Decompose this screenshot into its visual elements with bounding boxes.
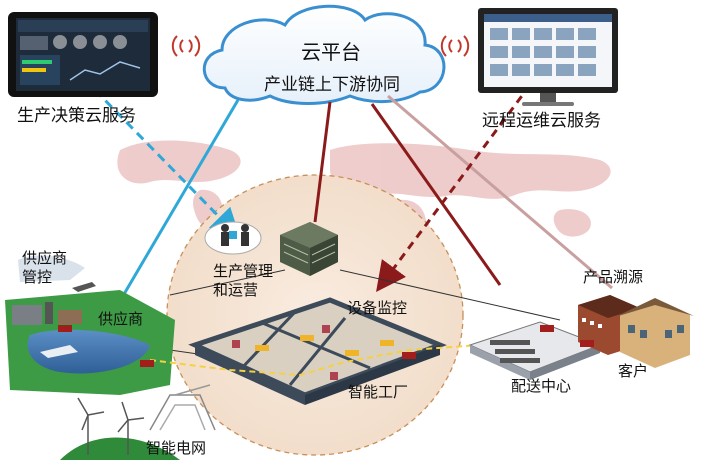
customer-label: 客户 — [618, 362, 649, 380]
cloud-connections — [29, 84, 613, 361]
customer-house-icon — [615, 298, 694, 368]
smart-grid-label: 智能电网 — [146, 439, 207, 457]
supplier-landscape — [5, 255, 175, 395]
production-decision-label: 生产决策云服务 — [17, 106, 136, 126]
link-cloud-supplier — [108, 99, 240, 319]
production-mgmt-label: 生产管理 和运营 — [213, 262, 274, 299]
distribution-center-label: 配送中心 — [511, 377, 572, 395]
tablet-dashboard-icon — [8, 12, 158, 97]
link-monitor-remote — [376, 84, 532, 293]
product-trace-label: 产品溯源 — [583, 268, 644, 286]
smart-factory-floor — [149, 297, 481, 405]
smart-factory-label: 智能工厂 — [348, 383, 409, 401]
office-building-icon — [280, 222, 338, 276]
link-cloud-factory — [313, 101, 332, 223]
link-cloud-trace — [387, 94, 613, 290]
meeting-people-icon — [204, 221, 262, 255]
supplier-label: 供应商 — [98, 310, 144, 328]
equipment-monitor-label: 设备监控 — [347, 299, 408, 317]
smart-grid-illustration — [60, 384, 216, 460]
cloud-platform-title: 云平台 — [301, 40, 361, 64]
delivery-trucks — [58, 325, 594, 367]
link-cloud-distribution — [370, 103, 502, 286]
wireless-signal-icon — [171, 35, 470, 57]
cloud-platform-shape — [202, 4, 446, 105]
link-decision-production — [93, 88, 241, 239]
cloud-platform-subtitle: 产业链上下游协同 — [264, 75, 400, 95]
monitor-dashboard-icon — [478, 8, 618, 106]
remote-ops-label: 远程运维云服务 — [482, 111, 601, 131]
supplier-control-label: 供应商 管控 — [22, 249, 68, 286]
